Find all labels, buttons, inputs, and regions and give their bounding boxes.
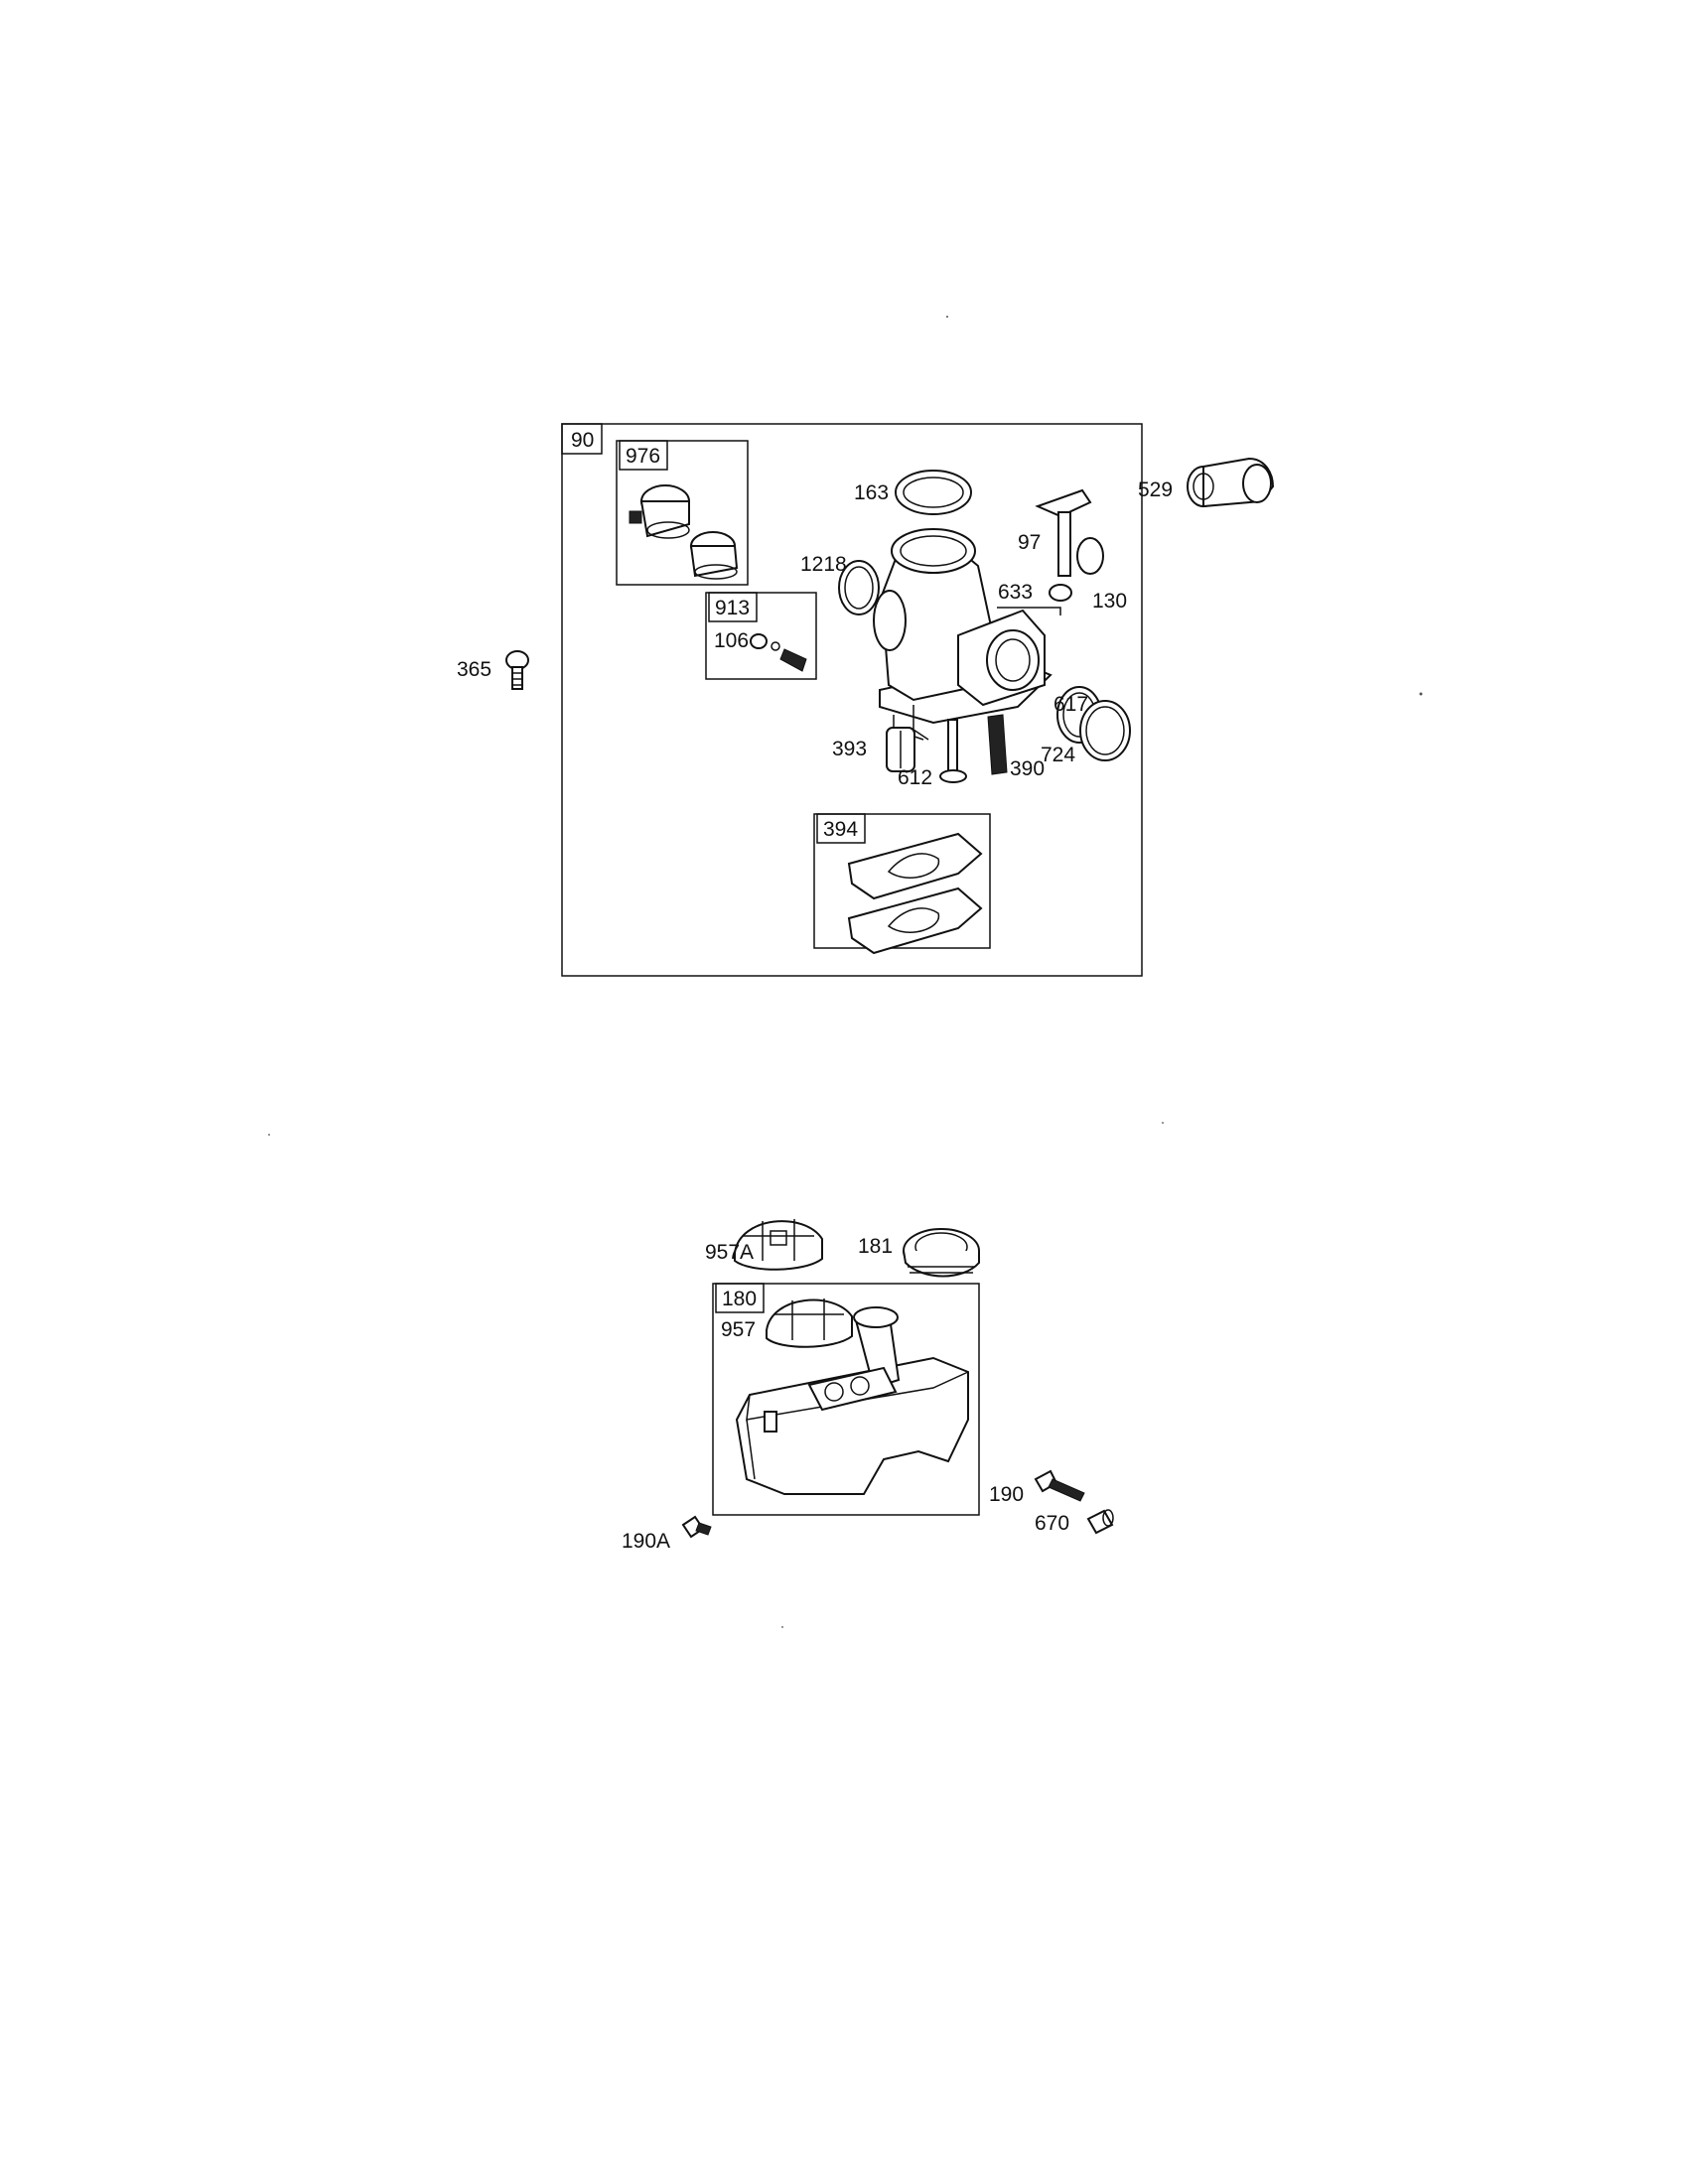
scan-speck: [1419, 692, 1423, 696]
fuel-tank-assembly: 957A 181 180 957: [622, 1219, 1114, 1553]
assembly-90-frame: [561, 423, 1143, 977]
scan-speck: [781, 1626, 783, 1628]
label-976: 976: [626, 445, 660, 468]
label-365: 365: [457, 658, 491, 681]
seal-633-part: [1049, 584, 1072, 602]
sub-kit-394-tag-box: [816, 813, 866, 844]
gasket-ring-163-part: [895, 470, 972, 515]
elbow-529-part: [1187, 457, 1275, 508]
label-957A: 957A: [705, 1241, 754, 1264]
filter-sleeve-part: [689, 531, 739, 580]
air-filter-element-part: [629, 484, 690, 539]
spacer-670-part: [1086, 1509, 1114, 1535]
fuel-cap-957A-part: [734, 1219, 823, 1271]
float-393-part: [886, 715, 924, 772]
label-390: 390: [1010, 757, 1045, 780]
sub-kit-976: 976: [616, 440, 749, 586]
fuel-cap-gauge-181-part: [903, 1228, 980, 1278]
sub-kit-976-tag-box: [619, 440, 668, 471]
needle-seat-part: [750, 633, 807, 672]
sub-kit-913-frame: [705, 592, 817, 680]
diaphragm-gasket-part: [847, 832, 983, 955]
label-190A: 190A: [622, 1530, 670, 1553]
bolt-190-part: [1034, 1469, 1085, 1502]
fuel-cap-957-part: [766, 1298, 853, 1348]
sub-kit-913-tag-box: [708, 592, 758, 622]
label-670: 670: [1035, 1512, 1069, 1535]
label-612: 612: [898, 766, 932, 789]
scan-speck: [1162, 1122, 1164, 1124]
assembly-90-tag: 90: [571, 429, 594, 452]
throttle-shaft-97-part: [1035, 488, 1092, 577]
label-181: 181: [858, 1235, 893, 1258]
float-pin-612-part: [939, 719, 967, 783]
label-106: 106: [714, 629, 749, 652]
label-957: 957: [721, 1318, 756, 1341]
sub-kit-913: 913 106: [705, 592, 817, 680]
assembly-180-tag: 180: [722, 1288, 757, 1310]
label-529: 529: [1138, 478, 1173, 501]
sub-kit-976-frame: [616, 440, 749, 586]
label-394: 394: [823, 818, 858, 841]
spring-390-part: [987, 714, 1008, 775]
scan-speck: [268, 1134, 270, 1136]
label-633: 633: [998, 581, 1033, 604]
scan-speck: [946, 316, 948, 318]
label-724: 724: [1041, 744, 1075, 766]
label-1218: 1218: [800, 553, 847, 576]
fuel-tank-180-part: [735, 1306, 969, 1495]
sub-kit-394-frame: [813, 813, 991, 949]
label-617: 617: [1053, 693, 1088, 716]
o-ring-724-part: [1079, 700, 1131, 761]
sub-kit-394: 394: [813, 813, 991, 955]
carburetor-body-part: [873, 528, 1052, 741]
assembly-180-tag-box: [715, 1283, 765, 1313]
assembly-180-frame: [712, 1283, 980, 1516]
throttle-valve-130-part: [1076, 537, 1104, 575]
assembly-90-tag-box: [561, 423, 603, 455]
label-190: 190: [989, 1483, 1024, 1506]
label-163: 163: [854, 481, 889, 504]
label-130: 130: [1092, 590, 1127, 613]
label-393: 393: [832, 738, 867, 760]
screw-365-part: [505, 650, 529, 690]
label-913: 913: [715, 597, 750, 619]
screw-190A-part: [681, 1515, 712, 1539]
carburetor-assembly: 90 976 913 106: [561, 423, 1143, 977]
label-97: 97: [1018, 531, 1041, 554]
